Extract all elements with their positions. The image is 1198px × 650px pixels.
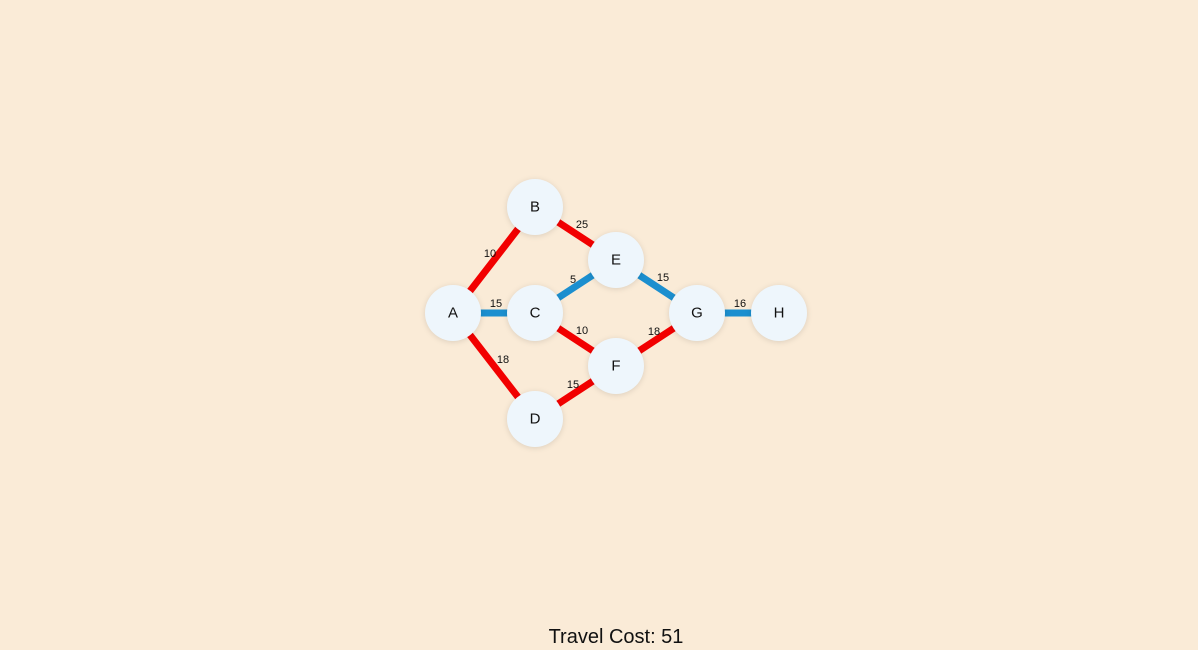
- edge-weight-c-e: 5: [570, 274, 576, 286]
- node-a[interactable]: A: [425, 285, 481, 341]
- node-c[interactable]: C: [507, 285, 563, 341]
- node-circle[interactable]: [425, 285, 481, 341]
- node-label: D: [530, 411, 541, 428]
- node-label: E: [611, 252, 621, 269]
- node-h[interactable]: H: [751, 285, 807, 341]
- node-label: A: [448, 305, 458, 322]
- node-circle[interactable]: [669, 285, 725, 341]
- node-f[interactable]: F: [588, 338, 644, 394]
- node-label: H: [774, 305, 785, 322]
- node-circle[interactable]: [507, 391, 563, 447]
- edge-weight-c-f: 10: [576, 325, 588, 337]
- travel-cost-label: Travel Cost: 51: [548, 626, 684, 648]
- edge-weight-g-h: 16: [734, 298, 746, 310]
- node-b[interactable]: B: [507, 179, 563, 235]
- edge-weight-b-e: 25: [576, 219, 588, 231]
- node-label: B: [530, 199, 540, 216]
- node-e[interactable]: E: [588, 232, 644, 288]
- node-circle[interactable]: [751, 285, 807, 341]
- edge-weight-a-c: 15: [490, 298, 502, 310]
- edge-weight-a-b: 10: [484, 248, 496, 260]
- node-circle[interactable]: [588, 232, 644, 288]
- node-label: G: [691, 305, 703, 322]
- node-circle[interactable]: [507, 179, 563, 235]
- node-label: C: [530, 305, 541, 322]
- edge-weight-e-g: 15: [657, 272, 669, 284]
- node-circle[interactable]: [588, 338, 644, 394]
- edge-weights-layer: 10 15 18 25 5 10 15 15 18 16: [484, 219, 746, 391]
- nodes-layer: A B C D E F G H: [425, 179, 807, 447]
- edge-weight-f-g: 18: [648, 326, 660, 338]
- node-label: F: [611, 358, 620, 375]
- node-circle[interactable]: [507, 285, 563, 341]
- node-d[interactable]: D: [507, 391, 563, 447]
- node-g[interactable]: G: [669, 285, 725, 341]
- edge-weight-d-f: 15: [567, 379, 579, 391]
- edge-weight-a-d: 18: [497, 354, 509, 366]
